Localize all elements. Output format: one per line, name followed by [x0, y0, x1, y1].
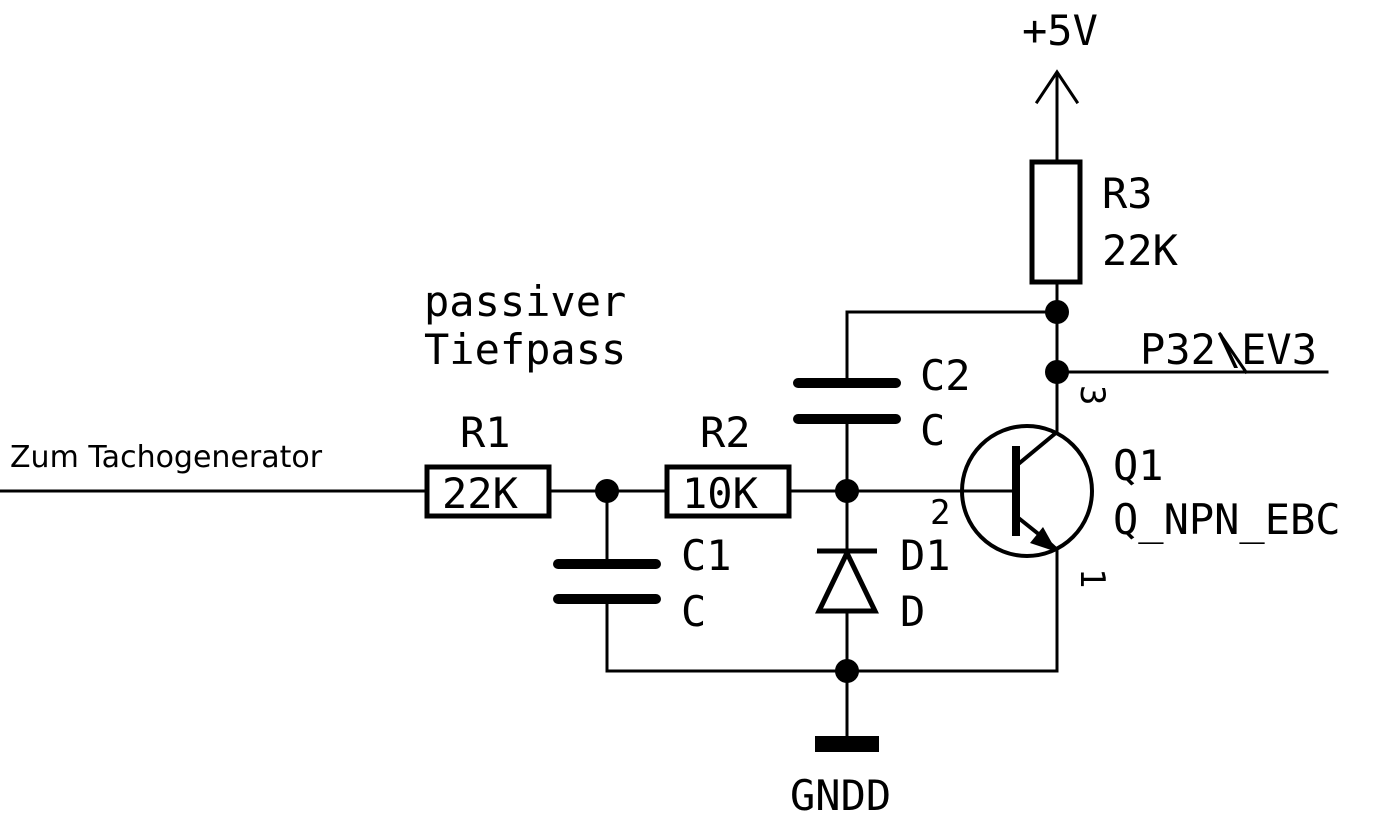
- filter-label-line2: Tiefpass: [424, 325, 626, 374]
- diode-d1-triangle-icon: [815, 547, 879, 614]
- capacitor-c1[interactable]: C1 C: [553, 531, 732, 636]
- ground-label: GNDD: [790, 771, 891, 820]
- resistor-r3-value: 22K: [1102, 226, 1179, 275]
- transistor-q1-pin-collector: 3: [1072, 385, 1112, 405]
- input-label: Zum Tachogenerator: [10, 440, 323, 475]
- resistor-r2-body: [664, 464, 792, 519]
- capacitor-c2[interactable]: C2 C: [793, 351, 971, 455]
- resistor-r2-value: 10K: [682, 469, 759, 518]
- resistor-r3[interactable]: R3 22K: [1029, 159, 1179, 285]
- capacitor-c1-ref: C1: [681, 531, 732, 580]
- capacitor-c2-ref: C2: [920, 351, 971, 400]
- output-label-slash: [1217, 331, 1249, 375]
- ground-bar-icon: [815, 736, 879, 752]
- resistor-r1-body: [424, 464, 552, 519]
- junction-dot: [1045, 300, 1069, 324]
- transistor-q1-ref: Q1: [1113, 441, 1164, 490]
- junction-dot: [595, 479, 619, 503]
- output-label: P32\EV3: [1140, 325, 1317, 374]
- junction-dot: [835, 479, 859, 503]
- resistor-r3-ref: R3: [1102, 169, 1153, 218]
- resistor-r1-value: 22K: [442, 469, 519, 518]
- capacitor-c2-value: C: [920, 406, 945, 455]
- transistor-q1-pin-base: 2: [930, 493, 950, 533]
- diode-d1[interactable]: D1 D: [815, 531, 951, 636]
- resistor-r2[interactable]: 10K R2: [664, 408, 792, 519]
- junctions: [595, 300, 1069, 683]
- transistor-q1[interactable]: Q1 Q_NPN_EBC 2 3 1: [930, 385, 1341, 588]
- junction-dot: [1045, 360, 1069, 384]
- transistor-q1-collector: [1014, 430, 1059, 468]
- capacitor-c1-value: C: [681, 587, 706, 636]
- emitter-arrow-icon: [1030, 527, 1057, 552]
- diode-d1-value: D: [900, 587, 925, 636]
- ground-symbol: GNDD: [790, 736, 891, 820]
- junction-dot: [835, 659, 859, 683]
- resistor-r1[interactable]: 22K R1: [424, 408, 552, 519]
- resistor-r3-body: [1029, 159, 1083, 285]
- arrow-up-icon: [1034, 69, 1080, 105]
- transistor-q1-pin-emitter: 1: [1072, 568, 1112, 588]
- resistor-r2-ref: R2: [700, 408, 751, 457]
- supply-symbol: +5V: [1022, 6, 1098, 105]
- resistor-r1-ref: R1: [460, 408, 511, 457]
- transistor-q1-value: Q_NPN_EBC: [1113, 495, 1341, 544]
- diode-d1-ref: D1: [900, 531, 951, 580]
- filter-label-line1: passiver: [424, 277, 626, 326]
- supply-label: +5V: [1022, 6, 1098, 55]
